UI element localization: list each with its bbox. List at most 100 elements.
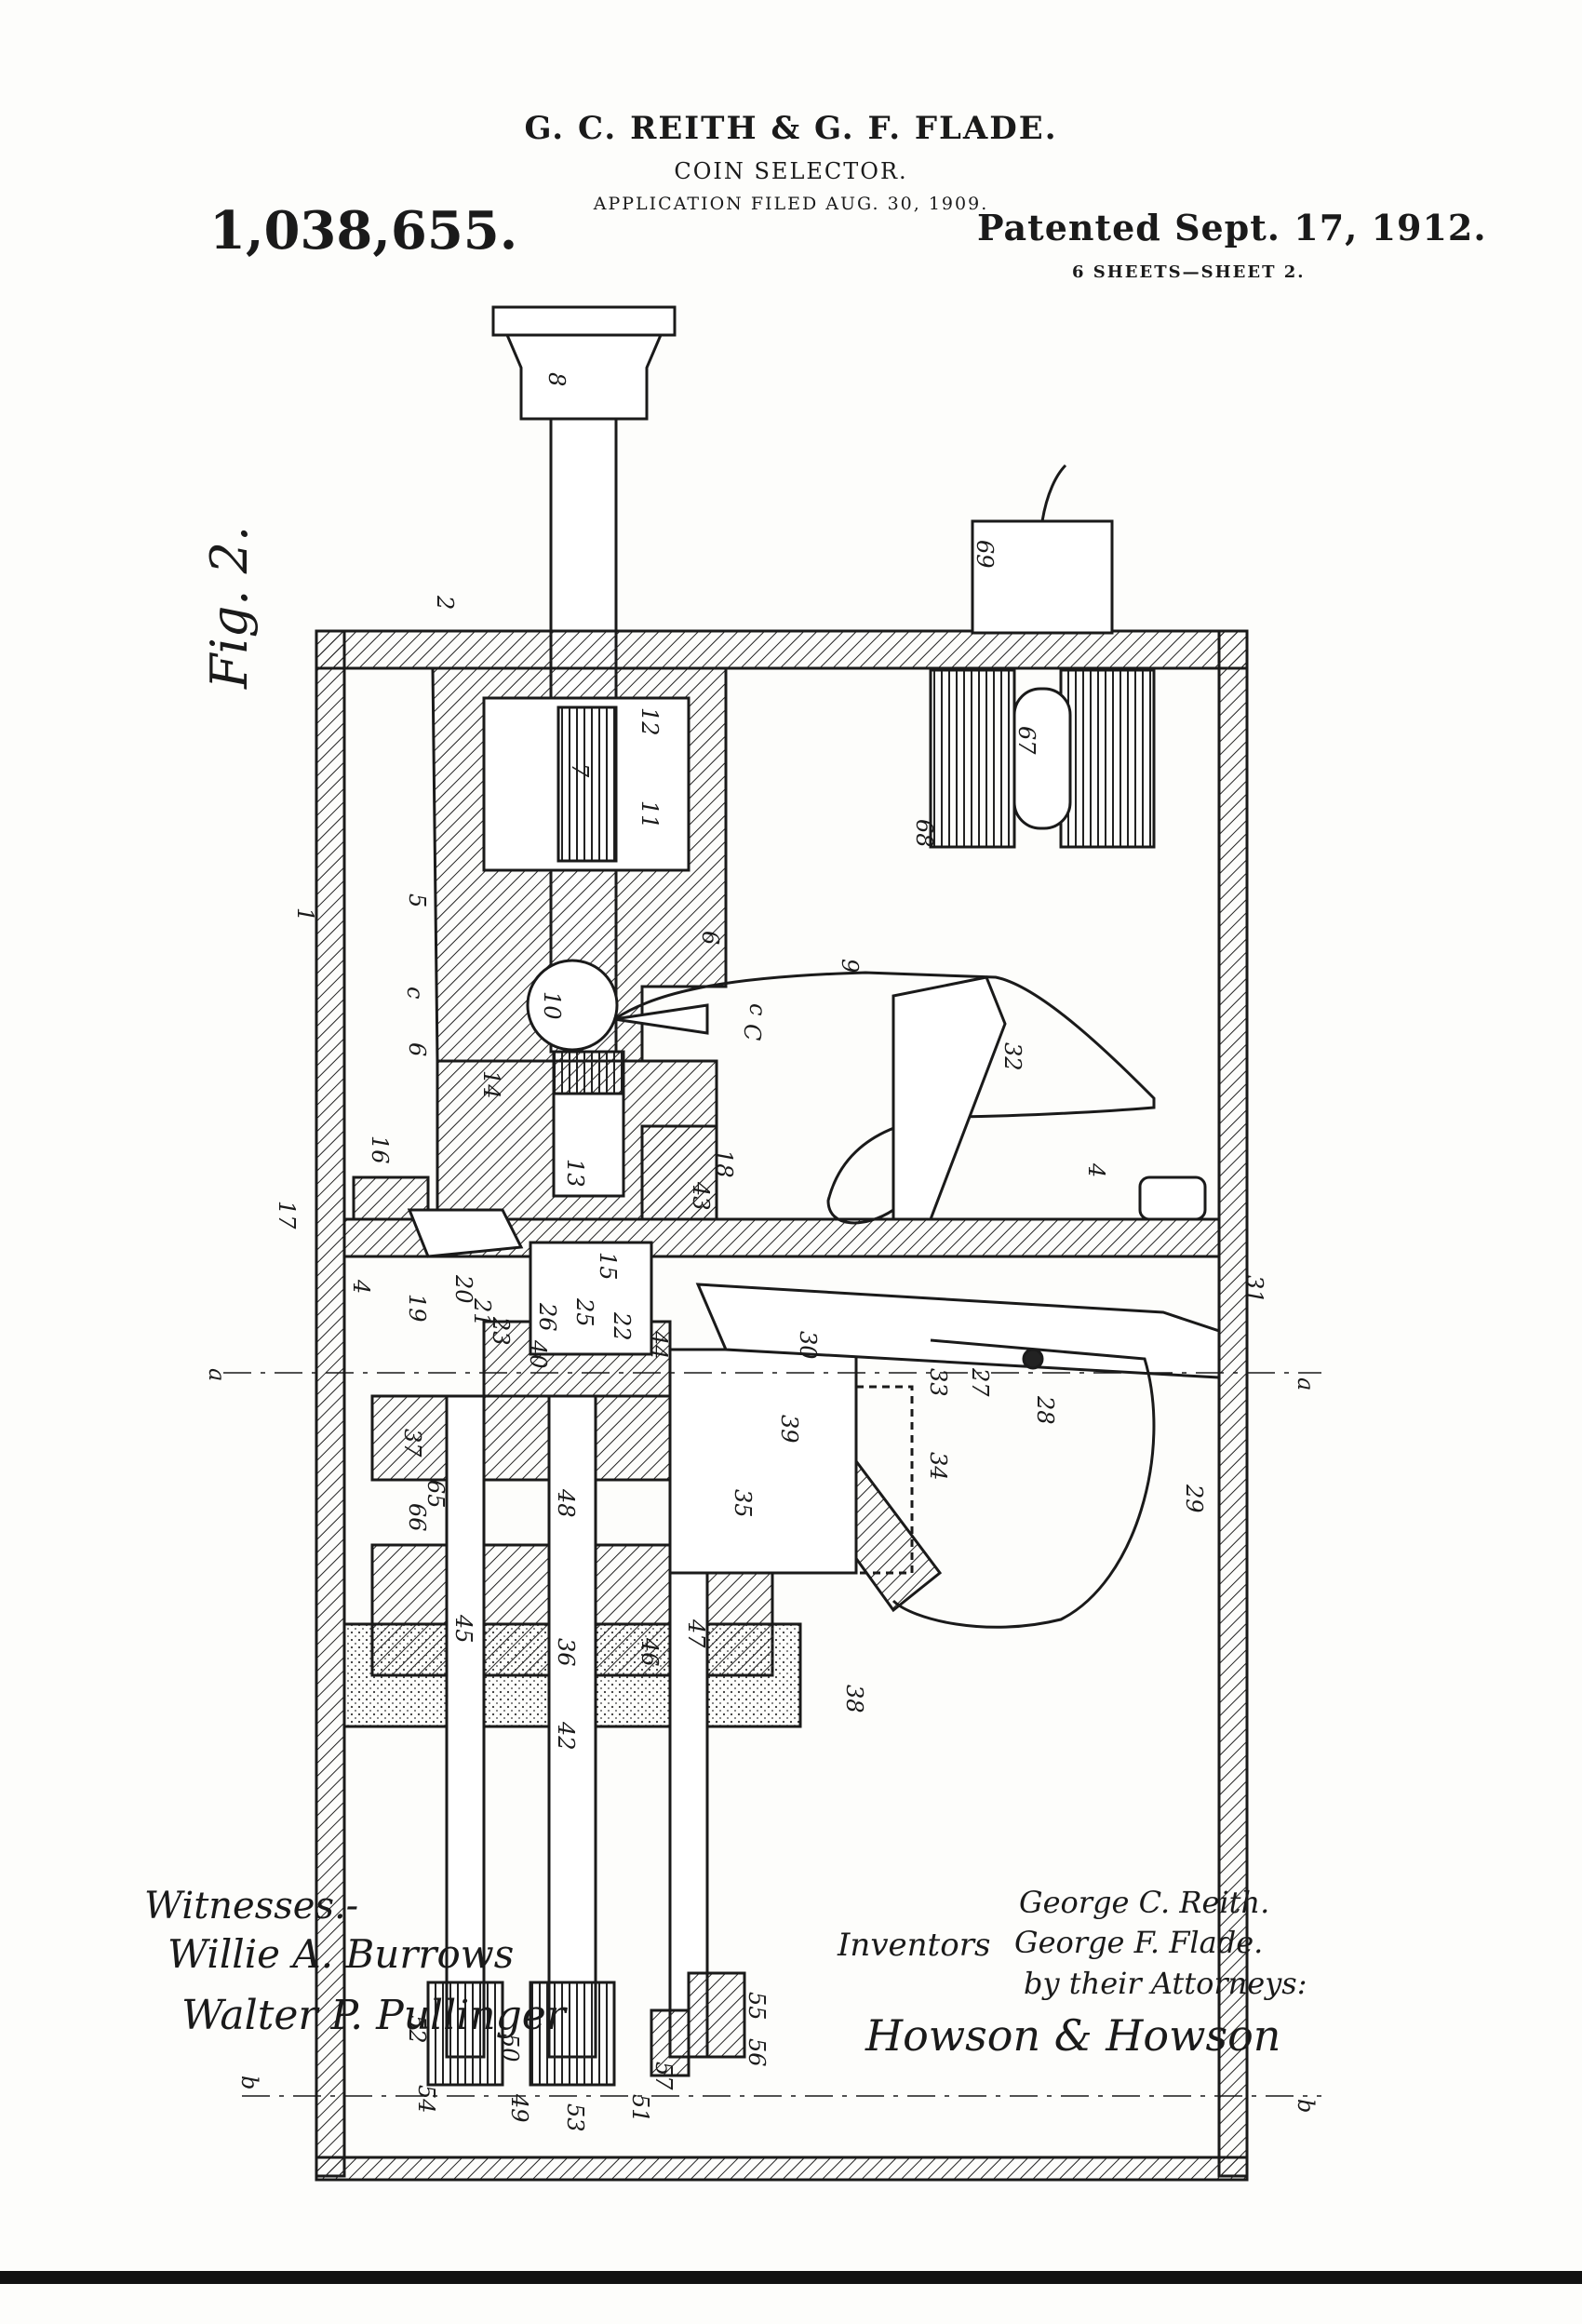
label-4: 4 [348, 1279, 374, 1294]
label-34: 34 [925, 1452, 951, 1481]
label-52: 52 [404, 2015, 430, 2044]
label-38: 38 [841, 1685, 867, 1713]
label-28: 28 [1032, 1395, 1058, 1425]
label-17: 17 [274, 1201, 300, 1229]
label-44: 44 [646, 1330, 672, 1360]
casing-left-wall [315, 629, 346, 2178]
label-30: 30 [795, 1331, 821, 1360]
magnet-cap-69 [971, 519, 1114, 635]
label-31: 31 [1241, 1275, 1267, 1304]
label-2: 2 [432, 595, 458, 610]
witness-signature-2: Walter P. Pullinger [181, 1992, 566, 2039]
magnet-coil-left [929, 668, 1016, 849]
label-a2: a [1293, 1377, 1319, 1390]
casing-right-wall [1217, 629, 1249, 2178]
pointer-9-tip [613, 1003, 709, 1035]
inventors-header: G. C. REITH & G. F. FLADE. [524, 110, 1058, 147]
label-68: 68 [911, 819, 937, 848]
label-46: 46 [637, 1637, 663, 1667]
patent-date: Patented Sept. 17, 1912. [977, 207, 1487, 249]
label-19: 19 [404, 1294, 430, 1323]
chute-39 [668, 1348, 858, 1575]
label-50: 50 [497, 2034, 523, 2062]
label-b2: b [1293, 2099, 1319, 2113]
shaft-45 [445, 1394, 486, 2059]
label-7: 7 [567, 763, 593, 778]
label-57: 57 [650, 2062, 677, 2090]
stop-4 [1138, 1175, 1207, 1221]
nut-56 [650, 2008, 690, 2077]
scan-border [0, 2271, 1582, 2284]
bracket-34 [854, 1385, 914, 1575]
spring [556, 705, 618, 863]
label-69: 69 [972, 540, 998, 569]
label-20: 20 [450, 1274, 476, 1304]
label-4r: 4 [1083, 1162, 1109, 1177]
spring-14 [552, 1050, 625, 1095]
nut-52 [426, 1981, 504, 2087]
label-6: 6 [697, 931, 723, 945]
label-35: 35 [730, 1489, 756, 1518]
label-56: 56 [744, 2038, 770, 2067]
label-C: C [739, 1024, 765, 1041]
attorneys-signature: Howson & Howson [865, 2010, 1281, 2061]
roller-10 [526, 959, 619, 1052]
label-49: 49 [506, 2093, 532, 2123]
label-32: 32 [999, 1042, 1026, 1071]
block-18 [640, 1124, 718, 1221]
sheet-count: 6 SHEETS—SHEET 2. [1072, 262, 1306, 282]
label-37: 37 [399, 1429, 425, 1458]
label-66: 66 [404, 1503, 430, 1532]
label-10: 10 [539, 991, 565, 1020]
label-5: 5 [404, 893, 430, 907]
magnet-core-67 [1012, 687, 1072, 830]
patent-number: 1,038,655. [209, 200, 518, 262]
label-c1: c [402, 987, 428, 999]
label-48: 48 [553, 1488, 579, 1518]
label-1: 1 [292, 907, 318, 921]
label-25: 25 [571, 1297, 597, 1327]
label-15: 15 [595, 1252, 621, 1281]
lever-32 [892, 975, 1007, 1221]
label-26: 26 [534, 1302, 560, 1332]
label-11: 11 [637, 800, 663, 829]
label-12: 12 [637, 707, 663, 736]
label-8: 8 [543, 372, 570, 386]
plunger-head [504, 333, 664, 421]
label-21: 21 [469, 1297, 495, 1327]
nut-53 [529, 1981, 616, 2087]
label-55: 55 [744, 1992, 770, 2021]
attorneys-label: by their Attorneys: [1024, 1966, 1307, 2001]
label-16: 16 [367, 1135, 393, 1164]
block-25 [529, 1241, 653, 1356]
label-54: 54 [413, 2085, 439, 2114]
label-33: 33 [925, 1368, 951, 1397]
magnet-coil-right [1059, 668, 1156, 849]
label-27: 27 [967, 1367, 993, 1397]
magnet-leads [1040, 463, 1067, 522]
plunger-cap [491, 305, 677, 337]
nut-55 [687, 1971, 746, 2059]
label-14: 14 [478, 1070, 504, 1099]
pointer-9 [613, 971, 1156, 1225]
application-filed: APPLICATION FILED AUG. 30, 1909. [593, 194, 989, 214]
label-23: 23 [488, 1316, 514, 1346]
casing-top-wall [315, 629, 1249, 670]
label-36: 36 [553, 1638, 579, 1667]
label-53: 53 [562, 2103, 588, 2132]
label-9: 9 [837, 959, 863, 973]
witnesses-label: Witnesses.- [144, 1885, 359, 1928]
label-c2: c [744, 1003, 771, 1015]
inventor-signature-1: George C. Reith. [1019, 1885, 1270, 1920]
label-45: 45 [450, 1614, 476, 1644]
shaft-42 [547, 1394, 597, 2059]
label-43: 43 [688, 1181, 714, 1211]
label-18: 18 [711, 1149, 737, 1178]
patent-title: COIN SELECTOR. [674, 158, 908, 184]
witness-signature-1: Willie A. Burrows [168, 1931, 515, 1977]
label-40: 40 [525, 1339, 551, 1369]
inventors-label: Inventors [838, 1927, 991, 1964]
label-42: 42 [553, 1721, 579, 1751]
label-47: 47 [683, 1619, 709, 1648]
